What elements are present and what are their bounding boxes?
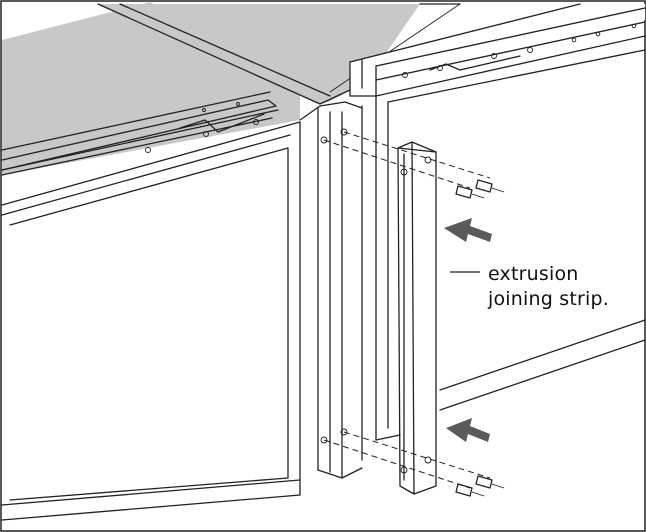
right-top-rail <box>349 3 646 97</box>
callout-line-1: extrusion <box>488 263 579 285</box>
joining-strip <box>397 141 437 495</box>
alignment-lines <box>323 131 491 489</box>
left-top-rail <box>1 99 279 171</box>
left-panel <box>1 121 301 521</box>
callout-line-2: joining strip. <box>488 288 609 310</box>
arrow-upper <box>444 218 492 242</box>
right-top-panel <box>97 3 461 105</box>
corner-post <box>299 101 363 479</box>
screw-top-lower <box>455 185 485 199</box>
arrow-lower <box>446 418 490 442</box>
screw-bottom-lower <box>455 483 485 497</box>
screw-top-upper <box>475 179 505 193</box>
screw-bottom-upper <box>475 475 505 489</box>
callout-label: extrusion joining strip. <box>488 262 609 312</box>
right-panel <box>375 35 646 441</box>
